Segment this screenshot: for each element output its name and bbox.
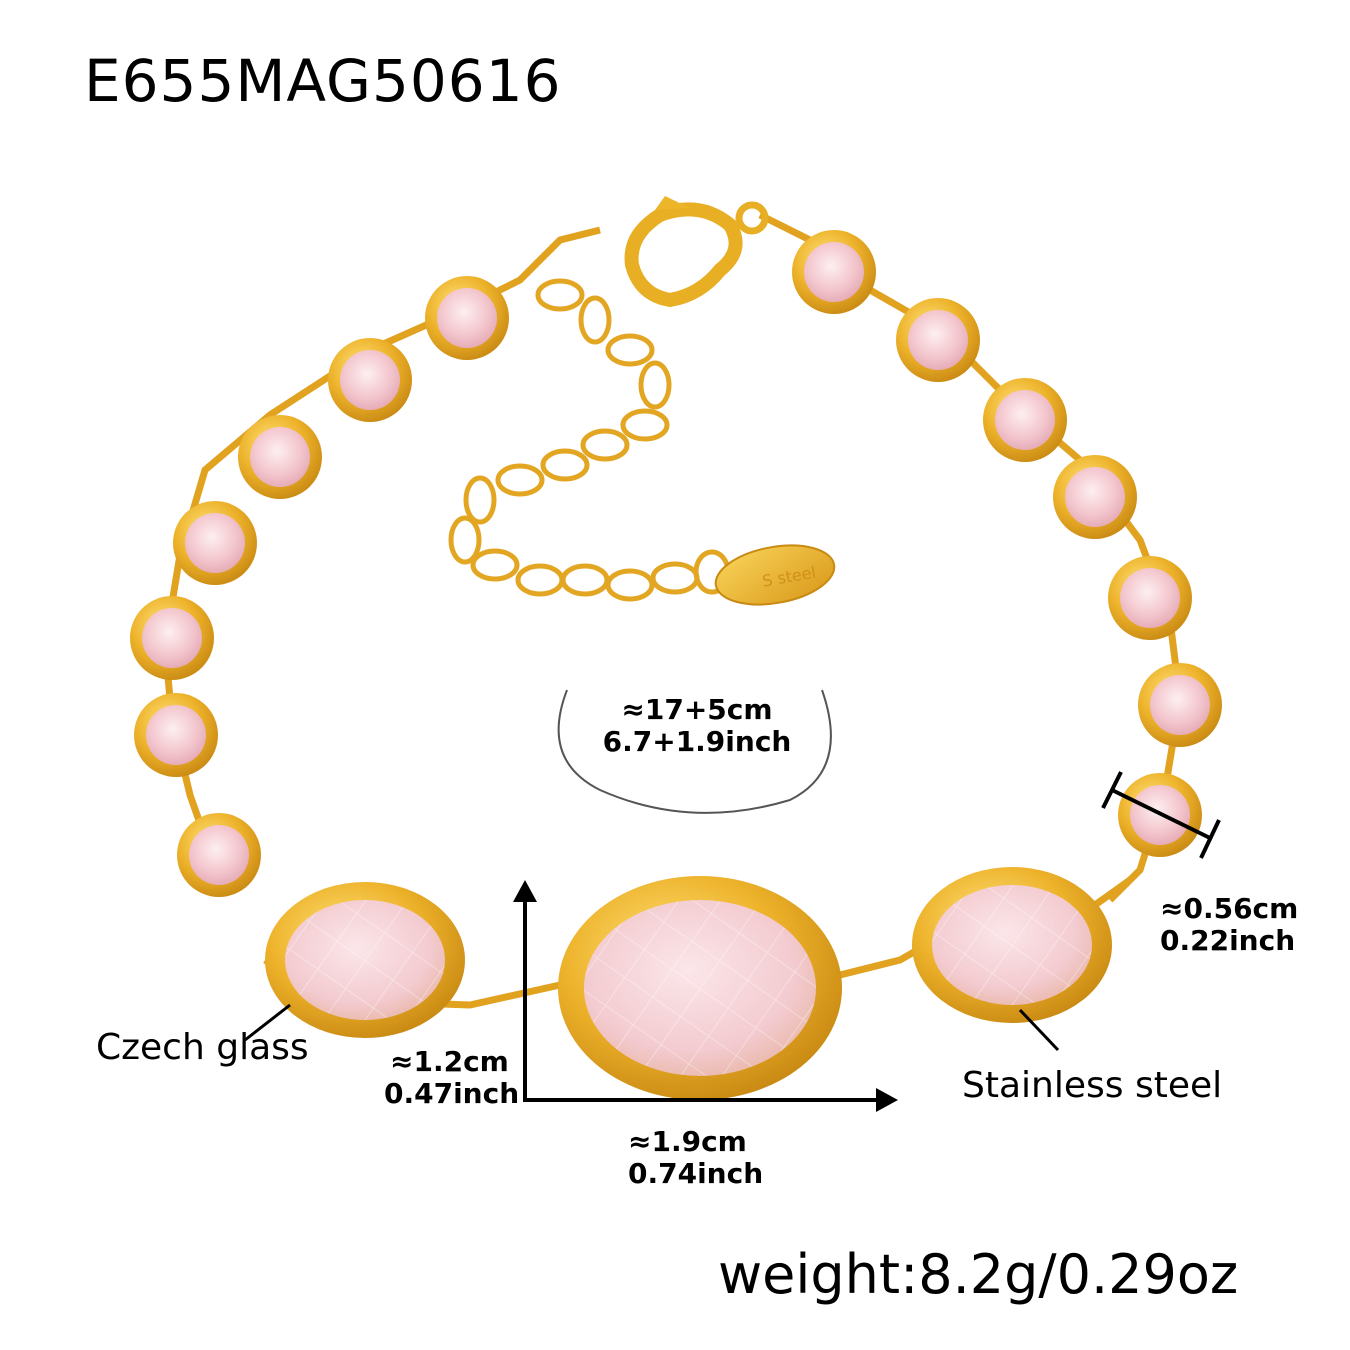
- oval-height-metric: ≈1.2cm: [390, 1045, 509, 1078]
- oval-height-imperial: 0.47inch: [384, 1077, 520, 1110]
- extension-chain: [448, 278, 731, 602]
- lobster-clasp: [624, 196, 769, 308]
- length-dimension-label: ≈17+5cm 6.7+1.9inch: [592, 694, 802, 758]
- oval-width-imperial: 0.74inch: [628, 1157, 764, 1190]
- length-arc: [557, 689, 832, 814]
- oval-stones: [265, 867, 1112, 1100]
- small-stone-metric: ≈0.56cm: [1160, 892, 1299, 925]
- small-stone-imperial: 0.22inch: [1160, 924, 1296, 957]
- steel-tag: S steel: [714, 544, 836, 606]
- oval-width-metric: ≈1.9cm: [628, 1125, 747, 1158]
- small-stone-dimension-line: [1101, 771, 1221, 859]
- czech-glass-label: Czech glass: [96, 1027, 309, 1068]
- length-imperial: 6.7+1.9inch: [602, 725, 792, 758]
- length-metric: ≈17+5cm: [621, 693, 773, 726]
- product-sku: E655MAG50616: [84, 47, 562, 115]
- oval-width-dimension-label: ≈1.9cm 0.74inch: [628, 1126, 763, 1190]
- small-stone-dimension-label: ≈0.56cm 0.22inch: [1160, 893, 1298, 957]
- czech-glass-leader: [244, 1003, 291, 1042]
- product-weight: weight:8.2g/0.29oz: [718, 1243, 1239, 1306]
- stainless-steel-label: Stainless steel: [962, 1065, 1223, 1106]
- oval-height-dimension-label: ≈1.2cm 0.47inch: [384, 1046, 519, 1110]
- oval-dimension-arrows: [513, 880, 898, 1112]
- stainless-steel-leader: [1018, 1008, 1060, 1052]
